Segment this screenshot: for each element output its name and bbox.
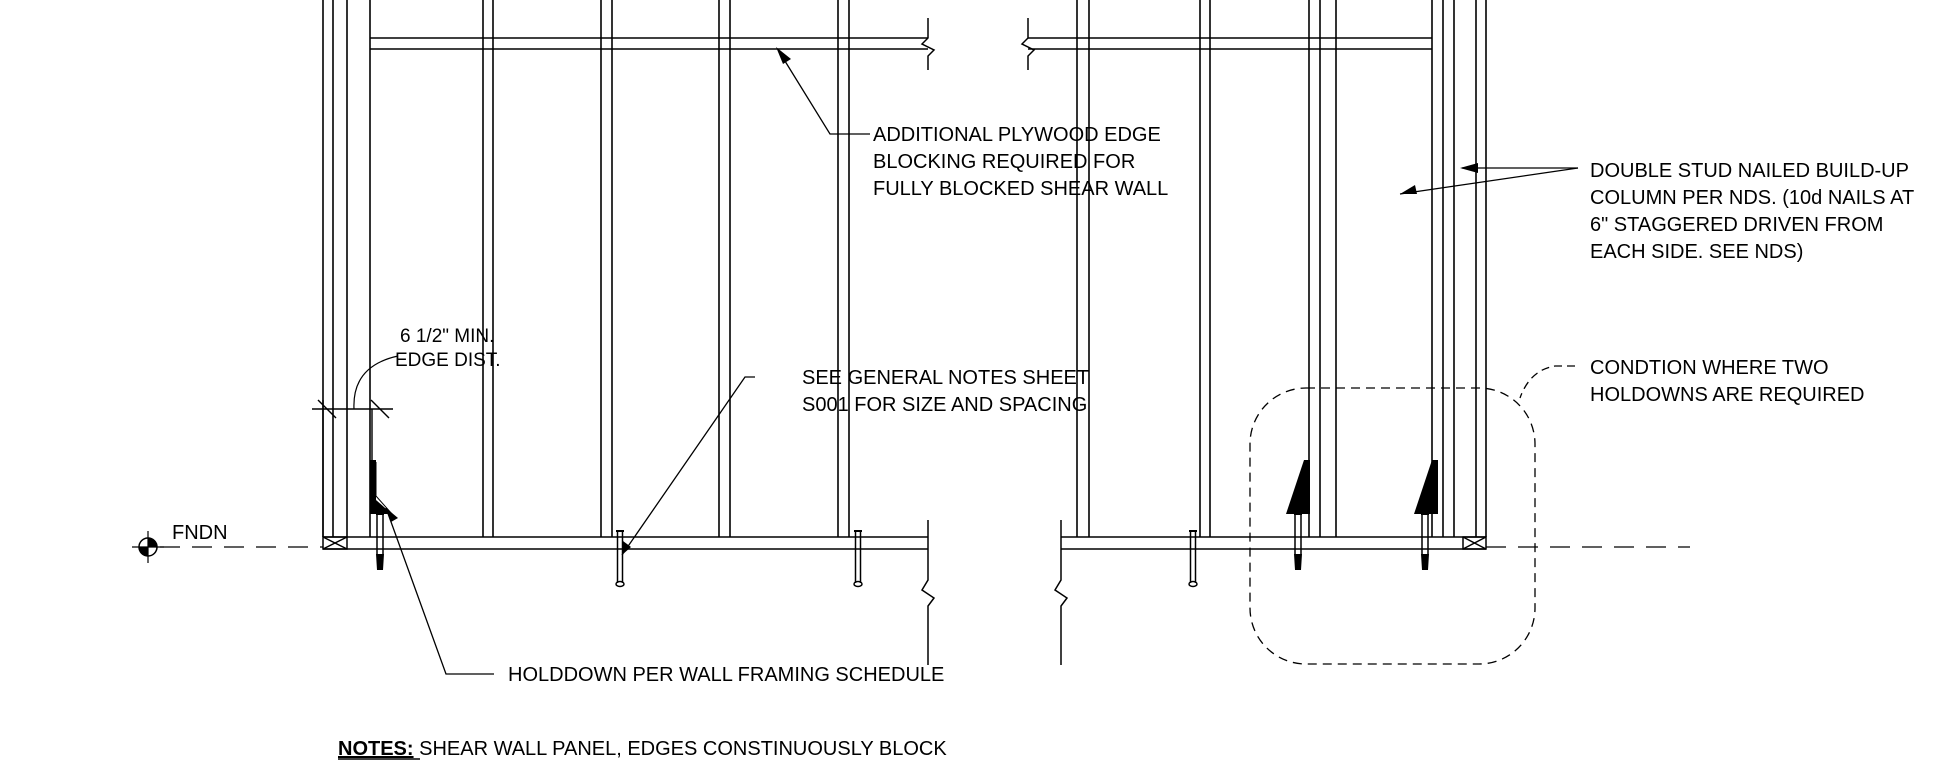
fndn-label: FNDN <box>172 522 228 544</box>
edge-distance-dimension <box>312 355 399 537</box>
general-notes-reference: SEE GENERAL NOTES SHEET S001 FOR SIZE AN… <box>802 367 1094 416</box>
blocking-note: ADDITIONAL PLYWOOD EDGE BLOCKING REQUIRE… <box>873 124 1168 200</box>
double-stud-note: DOUBLE STUD NAILED BUILD-UP COLUMN PER N… <box>1590 160 1919 263</box>
edge-distance-note: 6 1/2" MIN. EDGE DIST. <box>395 326 501 371</box>
holddown-note: HOLDDOWN PER WALL FRAMING SCHEDULE <box>508 664 944 686</box>
holddown-bracket-icon <box>370 460 1438 571</box>
edge-blocking <box>370 37 1432 50</box>
sill-plate <box>323 536 1486 550</box>
anchor-bolt-icon <box>615 530 1198 588</box>
notes-line: NOTES: SHEAR WALL PANEL, EDGES CONSTINUO… <box>338 738 947 760</box>
notes-text: SHEAR WALL PANEL, EDGES CONSTINUOUSLY BL… <box>414 738 948 760</box>
plate-end-blocks <box>322 536 1487 550</box>
wall-studs <box>322 0 1487 537</box>
leader-lines <box>385 52 1579 675</box>
condition-note: CONDTION WHERE TWO HOLDOWNS ARE REQUIRED <box>1590 357 1864 406</box>
notes-label: NOTES: <box>338 738 414 760</box>
condition-callout-outline <box>1249 387 1536 665</box>
break-line-icon <box>920 18 1069 665</box>
elevation-target-icon <box>132 531 164 563</box>
arrowhead-icon <box>386 47 1478 555</box>
